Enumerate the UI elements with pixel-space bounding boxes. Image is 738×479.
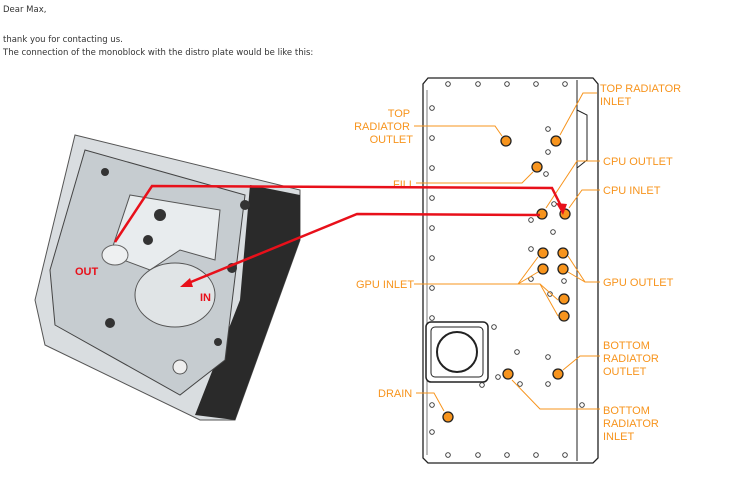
gpu-port	[537, 263, 549, 275]
arrowhead	[180, 278, 193, 287]
label-top-radiator-outlet: TOP RADIATOR OUTLET	[354, 108, 413, 146]
out-label: OUT	[75, 266, 99, 278]
label-cpu-inlet: CPU INLET	[603, 185, 661, 197]
gpu-port	[558, 310, 570, 322]
arrow-out-to-cpu-inlet	[113, 184, 564, 243]
top-radiator-outlet-port	[500, 135, 512, 147]
gpu-port	[558, 293, 570, 305]
arrowhead	[556, 203, 567, 215]
leader-lines	[414, 92, 600, 412]
email-line: The connection of the monoblock with the…	[3, 48, 314, 58]
label-gpu-inlet: GPU INLET	[356, 279, 414, 291]
monoblock-image	[34, 134, 301, 421]
ports	[442, 135, 571, 423]
top-radiator-inlet-port	[550, 135, 562, 147]
bottom-radiator-outlet-port	[552, 368, 564, 380]
label-bottom-radiator-outlet: BOTTOM RADIATOR OUTLET	[603, 340, 662, 378]
label-top-radiator-inlet: TOP RADIATOR INLET	[600, 83, 684, 108]
in-label: IN	[200, 292, 211, 304]
gpu-port	[557, 263, 569, 275]
gpu-port	[557, 247, 569, 259]
label-gpu-outlet: GPU OUTLET	[603, 277, 674, 289]
gpu-port	[537, 247, 549, 259]
drain-port	[442, 411, 454, 423]
fill-port	[531, 161, 543, 173]
email-line: thank you for contacting us.	[3, 35, 123, 45]
label-cpu-outlet: CPU OUTLET	[603, 156, 673, 168]
bottom-radiator-inlet-port	[502, 368, 514, 380]
email-greeting: Dear Max,	[3, 5, 47, 15]
connection-arrows	[113, 184, 567, 287]
label-fill: FILL	[393, 179, 415, 191]
label-drain: DRAIN	[378, 388, 412, 400]
arrow-cpu-outlet-to-in	[185, 212, 541, 286]
label-bottom-radiator-inlet: BOTTOM RADIATOR INLET	[603, 405, 662, 443]
distro-plate	[422, 77, 599, 464]
